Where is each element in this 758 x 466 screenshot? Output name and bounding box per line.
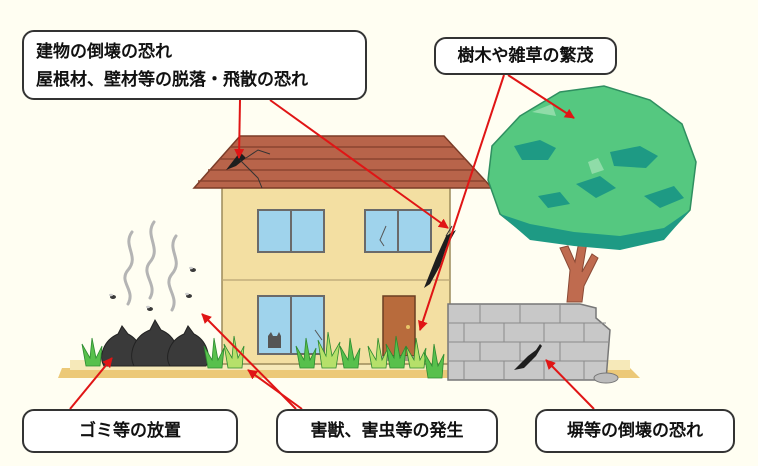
callout-pests-text: 害獣、害虫等の発生	[310, 421, 464, 441]
window-upper-right	[364, 209, 432, 253]
window-lower-left	[257, 295, 325, 355]
callout-building-line1: 建物の倒壊の恐れ	[36, 42, 172, 62]
fly-icons	[109, 266, 196, 311]
callout-wall-text: 塀等の倒壊の恐れ	[567, 421, 703, 441]
callout-overgrowth: 樹木や雑草の繁茂	[434, 37, 617, 75]
wall-crack-icon	[424, 230, 456, 288]
pointer-arrows	[69, 74, 595, 410]
garbage-bags-icon	[101, 318, 209, 367]
callout-overgrowth-text: 樹木や雑草の繁茂	[457, 46, 594, 66]
callout-building-collapse: 建物の倒壊の恐れ 屋根材、壁材等の脱落・飛散の恐れ	[22, 30, 367, 100]
callout-wall-collapse: 塀等の倒壊の恐れ	[535, 409, 735, 453]
callout-garbage-text: ゴミ等の放置	[79, 421, 181, 441]
tree	[487, 85, 697, 303]
callout-building-line2: 屋根材、壁材等の脱落・飛散の恐れ	[36, 70, 308, 90]
cat-icon	[268, 332, 281, 348]
roof	[192, 135, 494, 189]
block-wall	[447, 303, 619, 384]
grass	[81, 331, 445, 379]
block-crack-icon	[514, 344, 542, 370]
callout-pests: 害獣、害虫等の発生	[276, 409, 498, 453]
callout-garbage: ゴミ等の放置	[22, 409, 238, 453]
stink-lines-icon	[123, 220, 178, 312]
house	[192, 135, 494, 365]
window-upper-left	[257, 209, 325, 253]
